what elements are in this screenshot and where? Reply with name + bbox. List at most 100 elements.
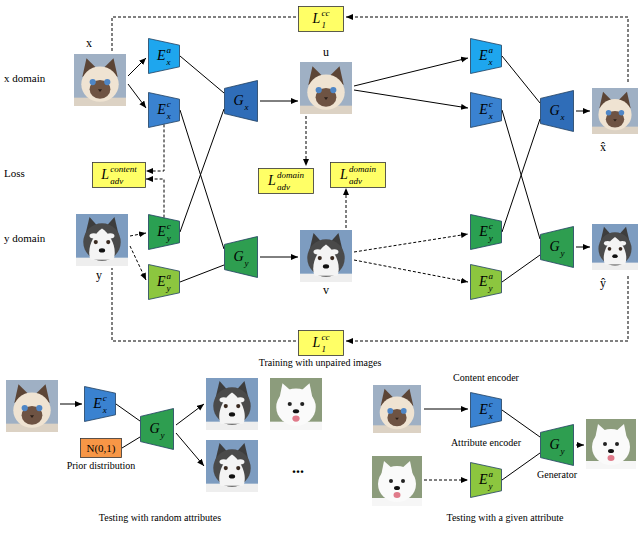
symbol-group: Ecx <box>157 99 171 121</box>
node-text: N(0,1) <box>86 440 115 456</box>
symbol-group: Gy <box>149 418 164 440</box>
flow-arrows <box>60 58 590 480</box>
connector-line <box>146 179 164 218</box>
symbol-letter: G <box>549 239 559 255</box>
symbol-group: Lcontentadv <box>101 164 136 186</box>
label-text: Generator <box>537 469 577 481</box>
illustration-part <box>300 62 352 114</box>
encoder-trapezoid: Ecy <box>148 214 180 250</box>
illustration-part <box>424 409 468 410</box>
index-stack: ax <box>167 45 172 67</box>
subscript: y <box>167 233 171 243</box>
encoder-trapezoid: Ecx <box>470 392 502 428</box>
loss-box: Lcc1 <box>298 6 344 32</box>
superscript: c <box>489 221 493 231</box>
connector-line <box>122 437 140 448</box>
connector-line <box>502 110 540 239</box>
symbol-letter: G <box>149 421 159 437</box>
symbol-group: Eax <box>479 45 493 67</box>
generator-trapezoid: Gy <box>540 226 574 268</box>
illustration-part <box>592 88 638 134</box>
encoder-trapezoid: Eax <box>470 38 502 74</box>
box-shape <box>299 331 344 356</box>
superscript: a <box>489 271 494 281</box>
superscript: c <box>167 221 171 231</box>
illustration-part <box>354 260 468 282</box>
superscript: a <box>489 469 494 479</box>
subscript: x <box>489 57 494 67</box>
index-stack: domainadv <box>277 170 304 192</box>
symbol-letter: E <box>479 472 488 488</box>
subscript: x <box>167 111 171 121</box>
subscript: y <box>561 446 565 456</box>
label-text: Training with unpaired images <box>259 357 382 369</box>
superscript: c <box>489 99 493 109</box>
symbol-letter: E <box>479 102 488 118</box>
index-stack: y <box>161 418 165 440</box>
illustration-part <box>130 246 146 280</box>
illustration-part <box>354 58 468 86</box>
index-stack: y <box>561 236 565 258</box>
illustration-part <box>128 84 146 108</box>
index-stack: cy <box>167 221 171 243</box>
index-stack: cx <box>489 399 493 421</box>
connector-line <box>180 265 224 282</box>
subscript: y <box>561 248 565 258</box>
illustration-part <box>74 54 126 106</box>
symbol-group: Eax <box>157 45 171 67</box>
symbol-group: Ldomainadv <box>268 170 304 192</box>
symbol-letter: E <box>157 102 166 118</box>
label-text: Prior distribution <box>67 460 136 472</box>
encoder-trapezoid: Eay <box>470 462 502 498</box>
superscript: a <box>489 45 494 55</box>
generator-trapezoid: Gy <box>540 424 574 466</box>
symbol-letter: L <box>340 167 348 183</box>
connector-line <box>502 410 540 437</box>
encoder-trapezoid: Eay <box>470 264 502 300</box>
box-shape <box>299 7 344 32</box>
symbol-group: Lcc1 <box>313 332 330 354</box>
box-shape <box>81 439 122 458</box>
label-text: Loss <box>4 167 25 180</box>
illustration-part <box>206 378 258 430</box>
encoder-trapezoid: Eax <box>148 38 180 74</box>
symbol-group: Ecy <box>157 221 171 243</box>
trapezoid-shape <box>149 93 180 128</box>
trapezoid-shape <box>471 265 502 300</box>
illustration-part <box>112 268 296 341</box>
illustration-part <box>424 480 468 481</box>
symbol-group: Gy <box>233 246 248 268</box>
illustration-part <box>576 111 590 112</box>
box-shape <box>259 169 314 194</box>
symbol-group: Ecy <box>479 221 493 243</box>
superscript: c <box>489 399 493 409</box>
subscript: y <box>167 283 172 293</box>
index-stack: ax <box>489 45 494 67</box>
subscript: x <box>489 411 493 421</box>
subscript: y <box>489 233 493 243</box>
connector-line <box>502 255 540 282</box>
subscript: adv <box>277 182 304 192</box>
illustration-part <box>260 257 298 258</box>
superscript: a <box>167 45 172 55</box>
trapezoid-shape <box>141 409 174 450</box>
index-stack: x <box>561 100 565 122</box>
label-text: Attribute encoder <box>451 437 521 449</box>
subscript: adv <box>349 176 376 186</box>
node-outline <box>298 6 344 32</box>
symbol-letter: L <box>313 335 321 351</box>
symbol-group: N(0,1) <box>86 440 115 456</box>
index-stack: cc1 <box>321 8 329 30</box>
index-stack: y <box>245 246 249 268</box>
subscript: adv <box>110 176 137 186</box>
loss-box: Lcc1 <box>298 330 344 356</box>
label-text: ŷ <box>600 276 606 290</box>
index-stack: y <box>561 434 565 456</box>
label-text: Content encoder <box>453 372 519 384</box>
label-text: x <box>86 36 92 50</box>
symbol-letter: E <box>157 224 166 240</box>
subscript: 1 <box>321 20 329 30</box>
connector-line <box>116 404 140 421</box>
generator-trapezoid: Gy <box>140 408 174 450</box>
